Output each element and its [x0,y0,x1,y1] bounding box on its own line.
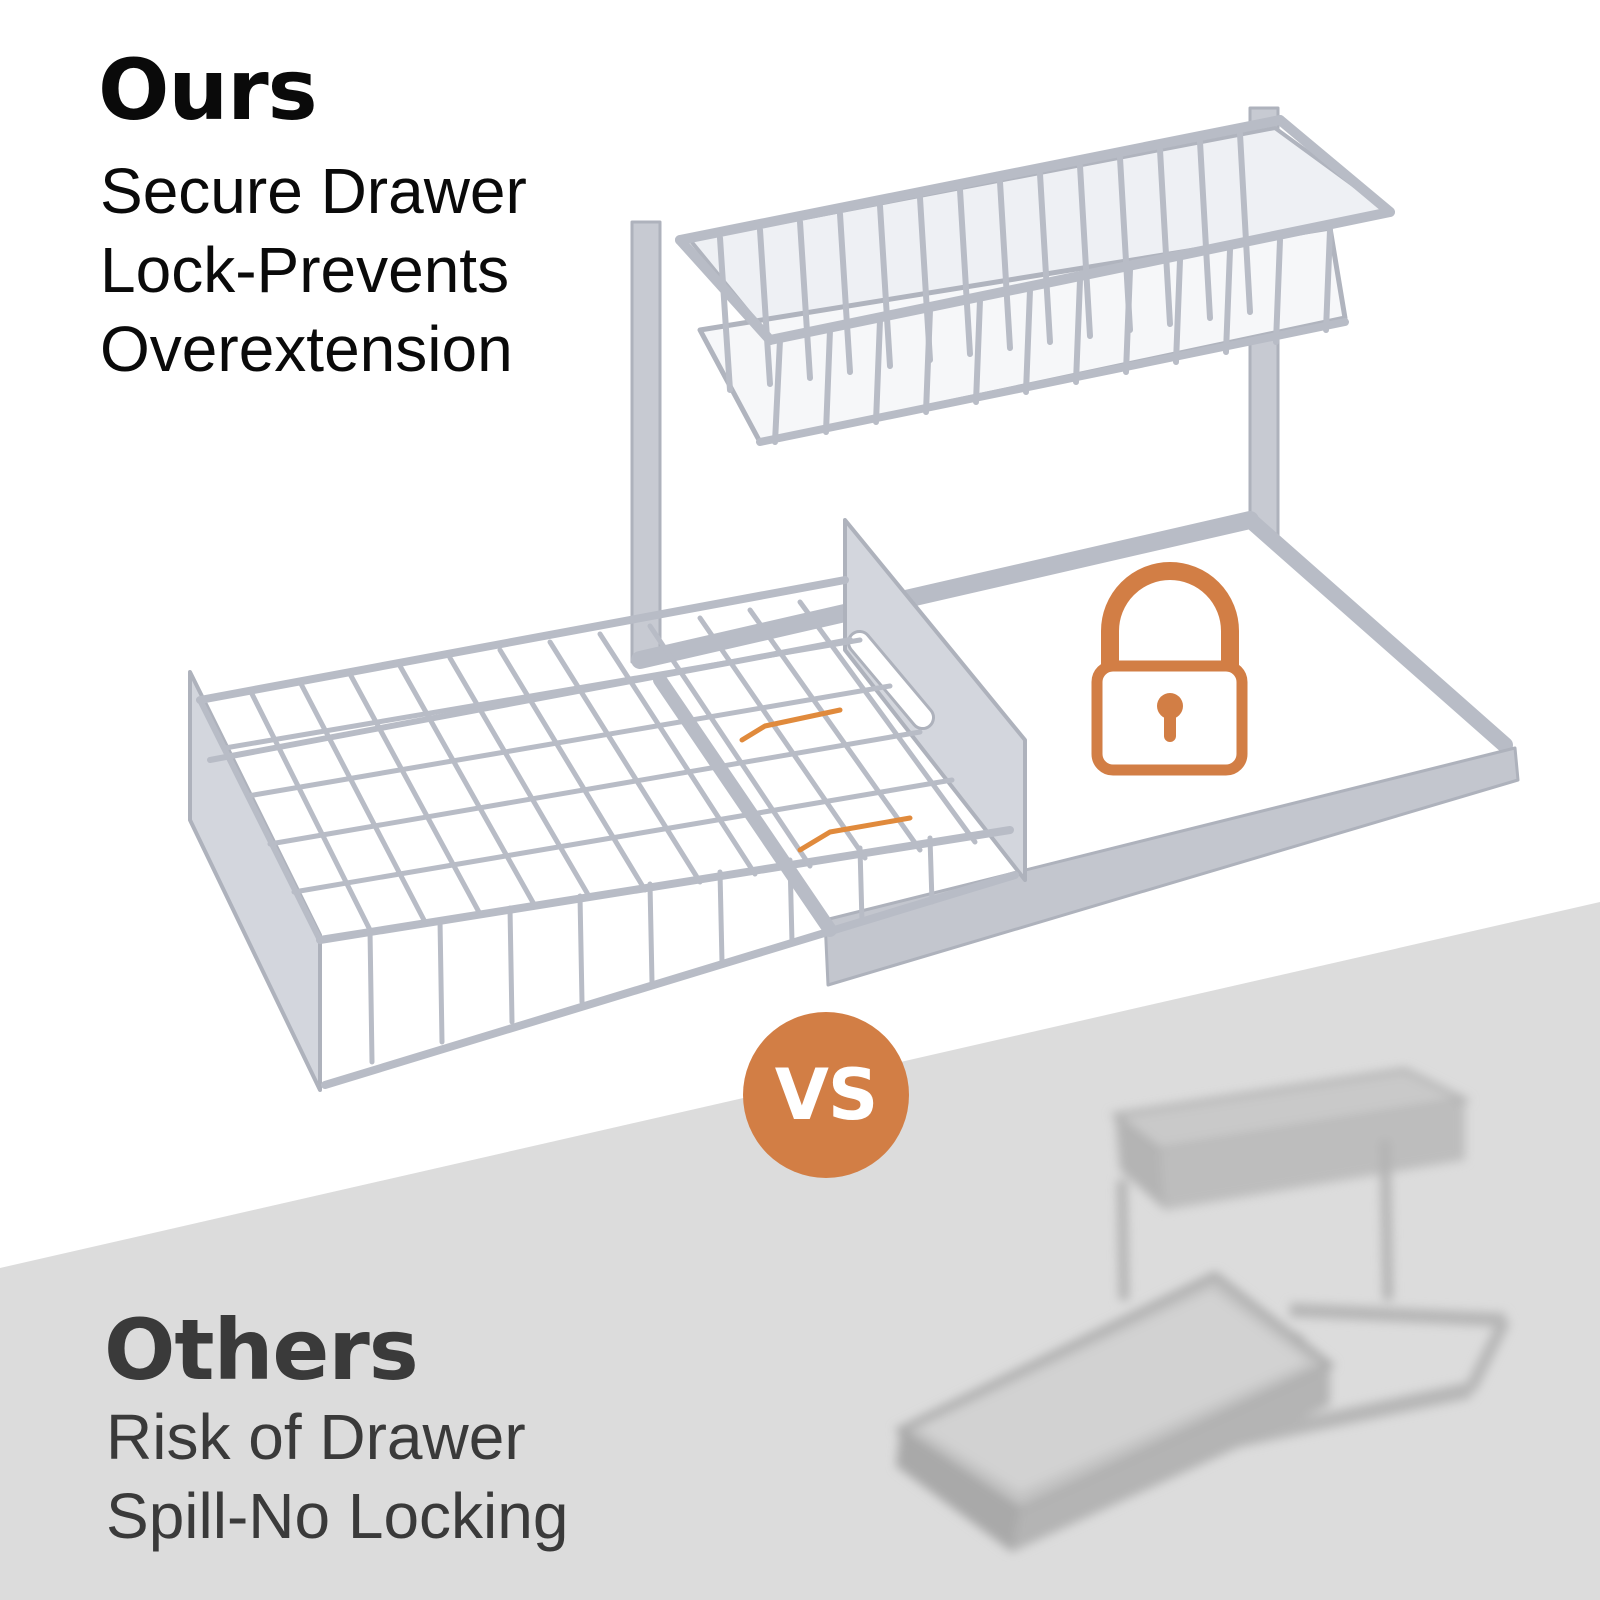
others-title: Others [104,1301,419,1399]
ours-title: Ours [98,41,318,139]
ours-line: Lock-Prevents [100,234,510,306]
pull-out-drawer [188,576,1019,1092]
left-upright [630,220,662,664]
divider-panel [843,518,1027,882]
ours-line: Overextension [100,313,513,385]
ours-description: Secure Drawer Lock-Prevents Overextensio… [100,152,527,389]
lock-icon [1091,562,1248,776]
ours-line: Secure Drawer [100,155,527,227]
others-line: Risk of Drawer [106,1401,526,1473]
others-description: Risk of Drawer Spill-No Locking [106,1398,568,1556]
top-basket [675,115,1395,446]
ours-product-illustration [188,106,1520,1092]
others-line: Spill-No Locking [106,1480,569,1552]
vs-badge: VS [743,1012,909,1178]
others-product-illustration [894,1067,1511,1552]
